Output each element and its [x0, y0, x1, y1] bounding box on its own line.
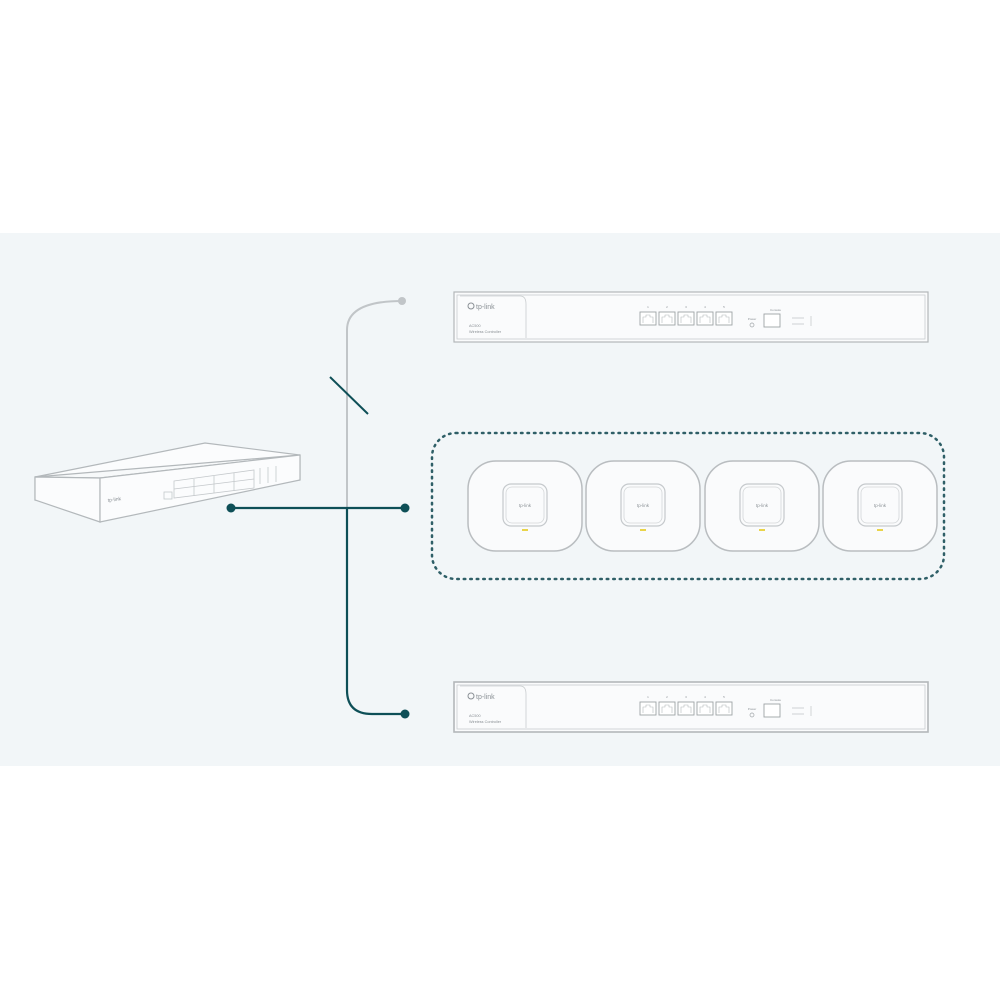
- console-label: Console: [770, 698, 781, 702]
- controller-brand-logo: tp-link: [476, 694, 495, 701]
- ap-brand-logo: tp-link: [637, 503, 650, 508]
- standby-link: [346, 300, 403, 508]
- port-number: 3: [685, 305, 687, 309]
- link-endpoint: [400, 503, 410, 513]
- ethernet-port: [715, 701, 733, 716]
- ap-brand-logo: tp-link: [519, 503, 532, 508]
- access-point: tp-link: [467, 460, 583, 552]
- status-led: [640, 529, 646, 531]
- console-label: Console: [770, 308, 781, 312]
- power-label: Power: [748, 707, 757, 711]
- link-endpoint: [226, 503, 236, 513]
- port-number: 2: [666, 695, 668, 699]
- switch-brand-logo: tp-link: [107, 496, 122, 504]
- ap-brand-logo: tp-link: [874, 503, 887, 508]
- controller-model: AC500: [469, 324, 481, 328]
- port-number: 5: [723, 305, 725, 309]
- ethernet-port: [696, 701, 714, 716]
- access-point: tp-link: [585, 460, 701, 552]
- controller-subtitle: Wireless Controller: [469, 330, 502, 334]
- ethernet-port: [658, 311, 676, 326]
- console-port: [763, 313, 781, 328]
- ap-brand-logo: tp-link: [756, 503, 769, 508]
- status-led: [759, 529, 765, 531]
- controller-subtitle: Wireless Controller: [469, 720, 502, 724]
- link-broken-slash: [329, 376, 369, 415]
- poe-switch: tp-link: [34, 442, 301, 523]
- link-endpoint: [398, 297, 406, 305]
- controller-model: AC500: [469, 714, 481, 718]
- ethernet-port: [677, 311, 695, 326]
- power-label: Power: [748, 317, 757, 321]
- access-point: tp-link: [704, 460, 820, 552]
- port-number: 1: [647, 305, 649, 309]
- ethernet-port: [696, 311, 714, 326]
- ethernet-port: [639, 701, 657, 716]
- active-controller-link: [345, 508, 405, 716]
- console-port: [763, 703, 781, 718]
- status-led: [522, 529, 528, 531]
- port-number: 1: [647, 695, 649, 699]
- links: [226, 297, 410, 719]
- port-number: 3: [685, 695, 687, 699]
- link-endpoint: [400, 709, 410, 719]
- ethernet-port: [658, 701, 676, 716]
- ethernet-port: [677, 701, 695, 716]
- controller-brand-logo: tp-link: [476, 304, 495, 311]
- port-number: 5: [723, 695, 725, 699]
- port-number: 4: [704, 695, 706, 699]
- ethernet-port: [715, 311, 733, 326]
- access-point: tp-link: [822, 460, 938, 552]
- port-number: 4: [704, 305, 706, 309]
- ethernet-port: [639, 311, 657, 326]
- status-led: [877, 529, 883, 531]
- port-number: 2: [666, 305, 668, 309]
